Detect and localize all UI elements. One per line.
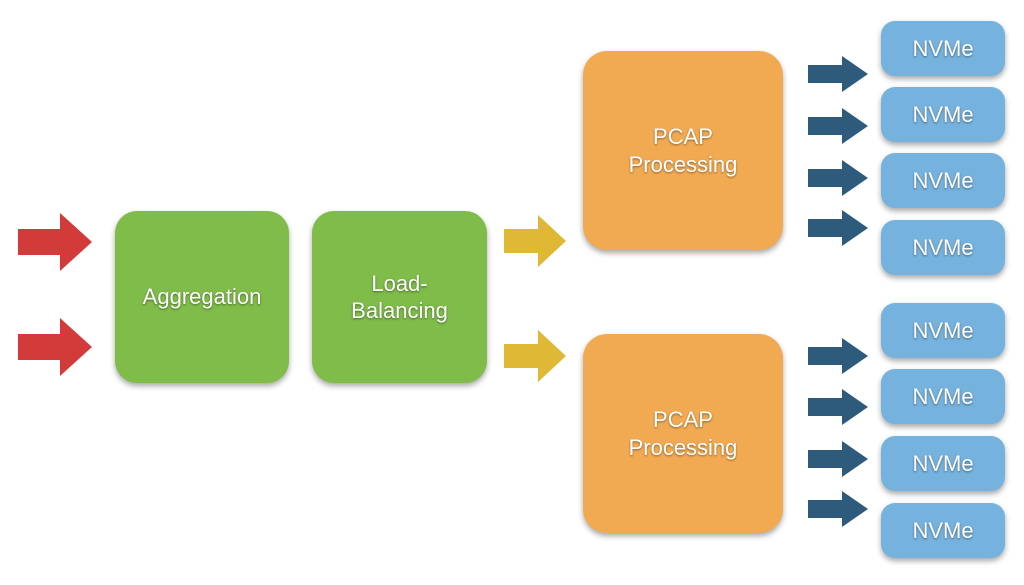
nvme-label-2: NVMe: [912, 101, 974, 127]
nvme-arrow-8-icon: [808, 491, 868, 527]
pcap-bottom-label-line1: PCAP: [653, 407, 713, 432]
pcap-top-label-line2: Processing: [628, 151, 738, 177]
nvme-label-1: NVMe: [912, 35, 974, 61]
nvme-arrow-3-icon: [808, 160, 868, 196]
input-arrow-2-icon: [18, 318, 92, 376]
nvme-arrow-7-icon: [808, 441, 868, 477]
nvme-label-8: NVMe: [912, 517, 974, 543]
pcap-bottom-label-line2: Processing: [628, 434, 738, 460]
pcap-bottom-arrow-icon: [504, 330, 566, 382]
nvme-box-7: NVMe: [881, 436, 1005, 491]
pcap-processing-bottom-box: PCAP Processing: [583, 334, 783, 533]
nvme-arrow-6-icon: [808, 389, 868, 425]
pcap-processing-top-box: PCAP Processing: [583, 51, 783, 250]
nvme-arrow-2-icon: [808, 108, 868, 144]
nvme-box-5: NVMe: [881, 303, 1005, 358]
nvme-label-5: NVMe: [912, 317, 974, 343]
nvme-box-2: NVMe: [881, 87, 1005, 142]
nvme-label-6: NVMe: [912, 383, 974, 409]
nvme-box-8: NVMe: [881, 503, 1005, 558]
nvme-box-4: NVMe: [881, 220, 1005, 275]
load-balancing-box: Load- Balancing: [312, 211, 487, 383]
nvme-box-1: NVMe: [881, 21, 1005, 76]
nvme-box-3: NVMe: [881, 153, 1005, 208]
nvme-label-3: NVMe: [912, 167, 974, 193]
load-balancing-label-line1: Load-: [371, 270, 428, 296]
aggregation-label: Aggregation: [142, 284, 262, 310]
nvme-arrow-5-icon: [808, 338, 868, 374]
load-balancing-label-line2: Balancing: [351, 298, 448, 323]
pcap-top-label-line1: PCAP: [653, 124, 713, 149]
nvme-label-7: NVMe: [912, 450, 974, 476]
pcap-top-arrow-icon: [504, 215, 566, 267]
nvme-box-6: NVMe: [881, 369, 1005, 424]
nvme-label-4: NVMe: [912, 234, 974, 260]
aggregation-box: Aggregation: [115, 211, 289, 383]
input-arrow-1-icon: [18, 213, 92, 271]
nvme-arrow-4-icon: [808, 210, 868, 246]
nvme-arrow-1-icon: [808, 56, 868, 92]
